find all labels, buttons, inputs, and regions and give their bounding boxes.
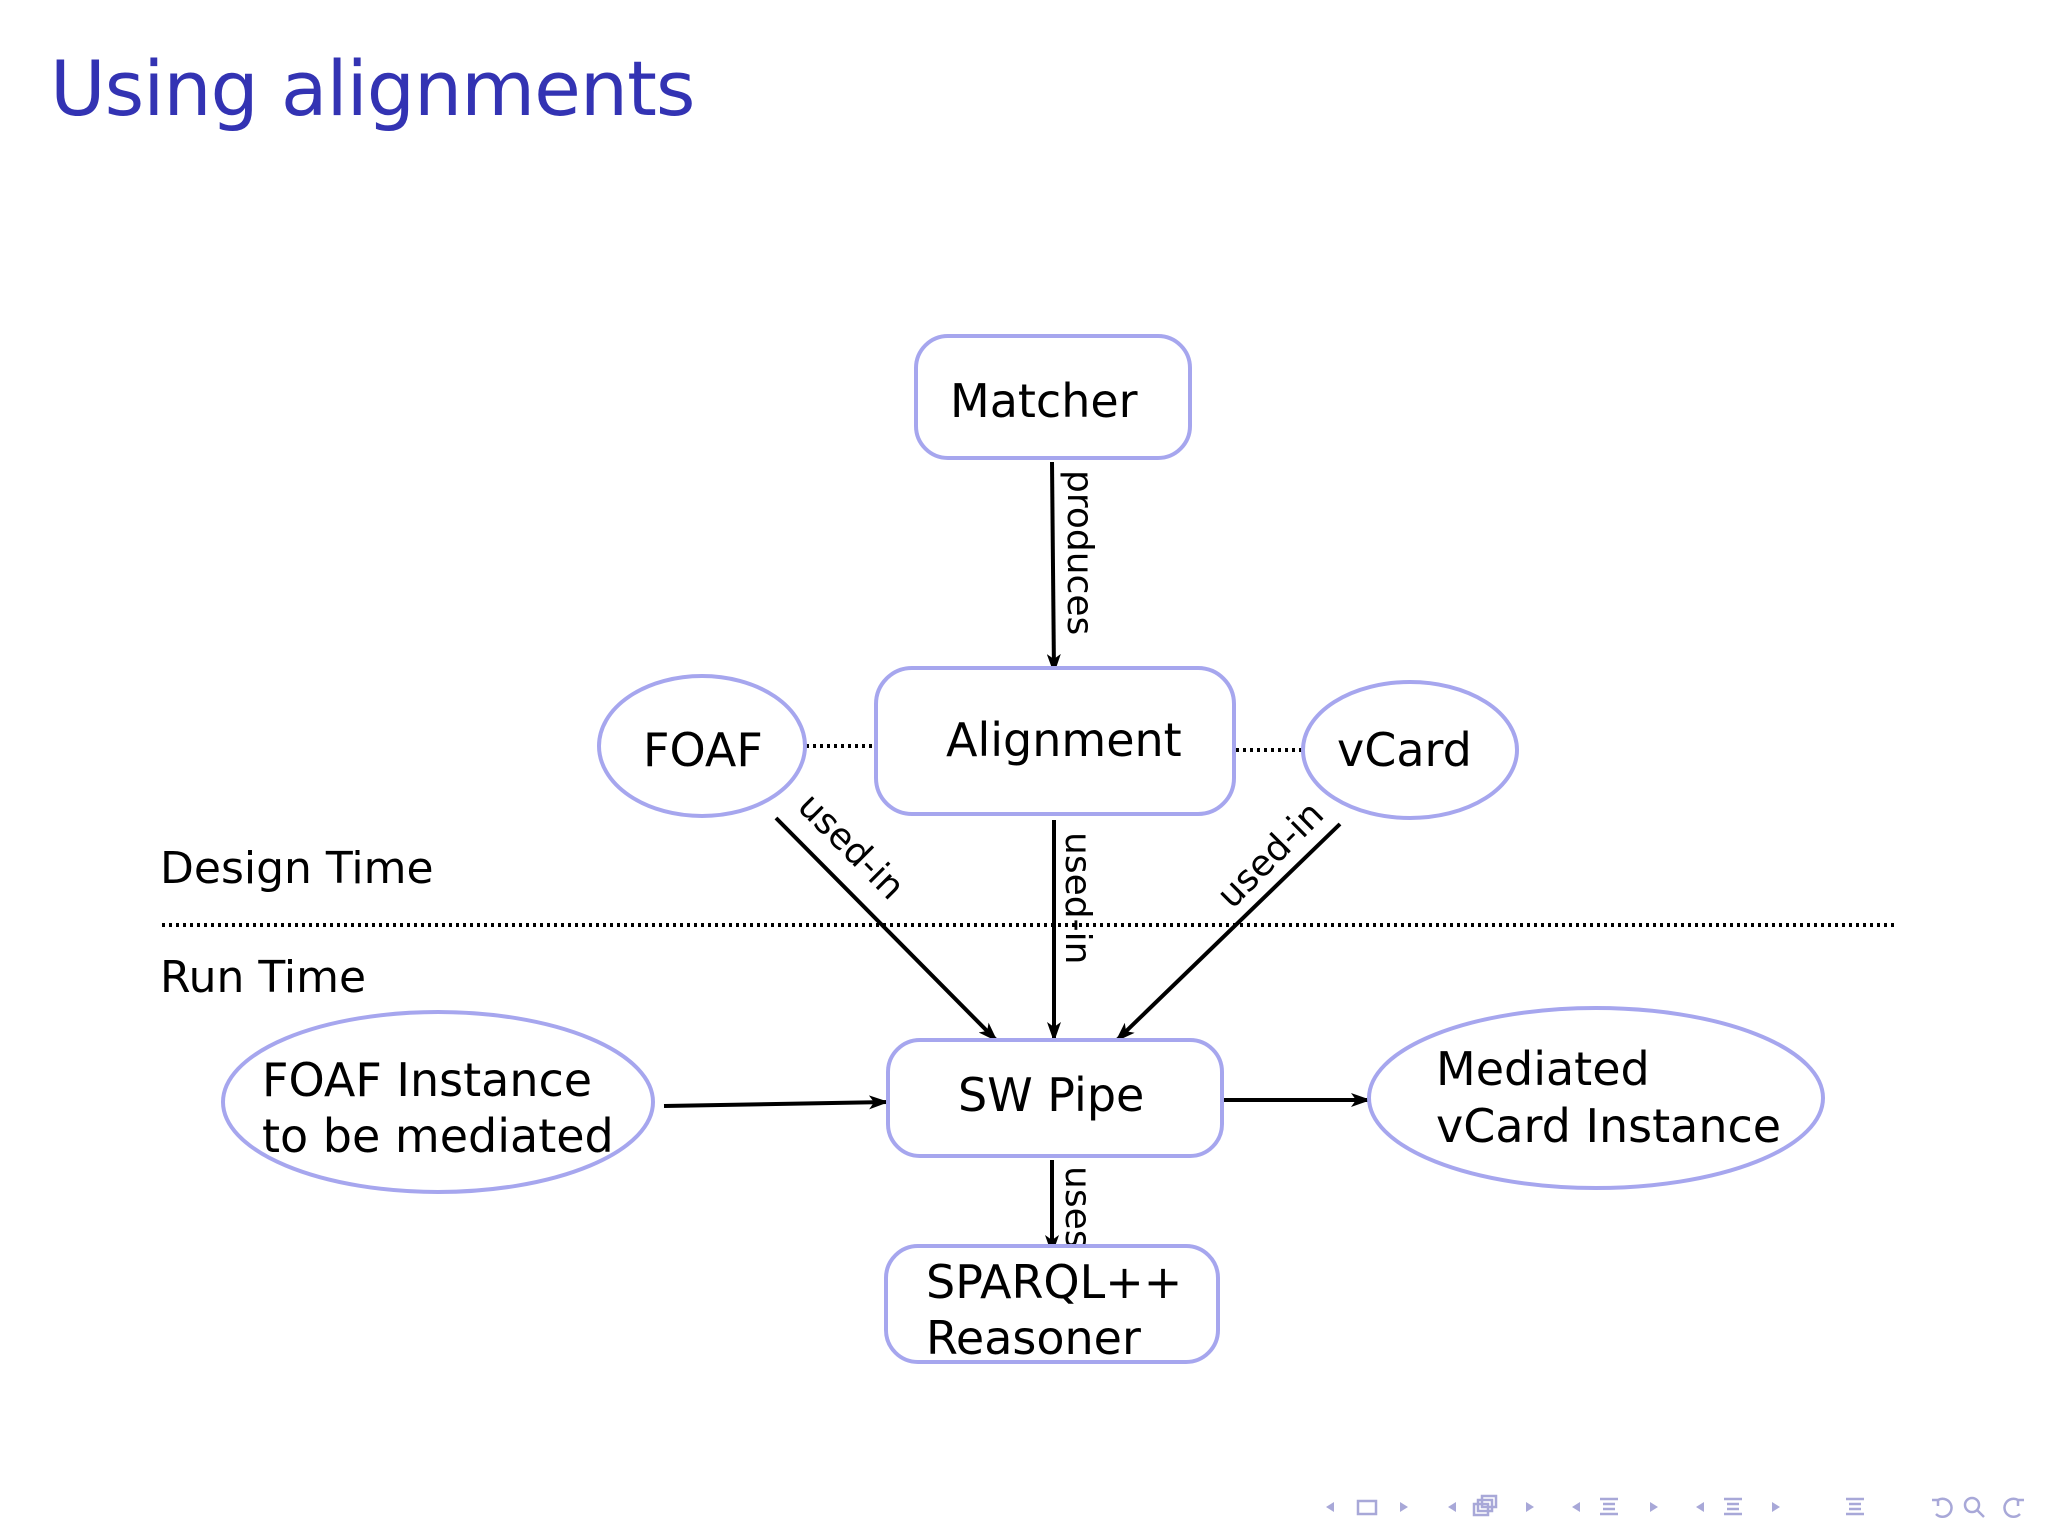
frame-icon[interactable] [1356, 1499, 1378, 1516]
align-icon[interactable] [1846, 1497, 1864, 1516]
back-icon[interactable] [1932, 1497, 1953, 1519]
sparql-reasoner-label-line1: SPARQL++ [926, 1255, 1182, 1309]
nav-left-arrow[interactable] [1696, 1502, 1704, 1512]
used-in-center-label: used-in [1057, 832, 1098, 964]
produces-arrow [1046, 461, 1061, 674]
doc-icon[interactable] [1724, 1497, 1742, 1516]
section-icon[interactable] [1600, 1497, 1618, 1516]
produces-label: produces [1059, 470, 1100, 635]
matcher-label: Matcher [950, 374, 1138, 428]
nav-right-arrow[interactable] [1400, 1502, 1408, 1512]
subsection-icon[interactable] [1472, 1494, 1498, 1517]
foaf-instance-node: FOAF Instance to be mediated [221, 1010, 655, 1194]
forward-icon[interactable] [2003, 1497, 2024, 1519]
nav-right-arrow[interactable] [1650, 1502, 1658, 1512]
used-in-right-label: used-in [1209, 794, 1332, 917]
mediated-vcard-node: Mediated vCard Instance [1367, 1006, 1825, 1190]
used-in-left-arrow [774, 816, 999, 1043]
slide-title: Using alignments [50, 44, 695, 133]
used-in-right-arrow [1114, 822, 1342, 1043]
nav-left-arrow[interactable] [1572, 1502, 1580, 1512]
foaf-node: FOAF [597, 674, 807, 818]
vcard-label: vCard [1337, 723, 1472, 777]
foaf-label: FOAF [643, 723, 763, 777]
mediated-vcard-label-line1: Mediated [1436, 1042, 1650, 1096]
instance-to-pipe-arrow [663, 1095, 889, 1110]
nav-right-arrow[interactable] [1526, 1502, 1534, 1512]
matcher-node: Matcher [914, 334, 1192, 460]
design-time-label: Design Time [160, 843, 434, 894]
sparql-reasoner-node: SPARQL++ Reasoner [884, 1244, 1220, 1365]
mediated-vcard-label-line2: vCard Instance [1436, 1099, 1781, 1153]
uses-label: uses [1057, 1166, 1098, 1248]
nav-left-arrow[interactable] [1448, 1502, 1456, 1512]
vcard-node: vCard [1301, 680, 1519, 820]
foaf-instance-label-line1: FOAF Instance [262, 1053, 592, 1107]
nav-bar[interactable] [1326, 1494, 2024, 1519]
sw-pipe-node: SW Pipe [886, 1038, 1224, 1158]
nav-right-arrow[interactable] [1772, 1502, 1780, 1512]
nav-left-arrow[interactable] [1326, 1502, 1334, 1512]
foaf-instance-label-line2: to be mediated [262, 1109, 614, 1163]
run-time-label: Run Time [160, 952, 366, 1003]
alignment-node: Alignment [874, 666, 1236, 816]
alignment-label: Alignment [946, 713, 1182, 767]
search-icon[interactable] [1963, 1496, 1985, 1518]
sparql-reasoner-label-line2: Reasoner [926, 1311, 1141, 1365]
sw-pipe-label: SW Pipe [958, 1068, 1144, 1122]
